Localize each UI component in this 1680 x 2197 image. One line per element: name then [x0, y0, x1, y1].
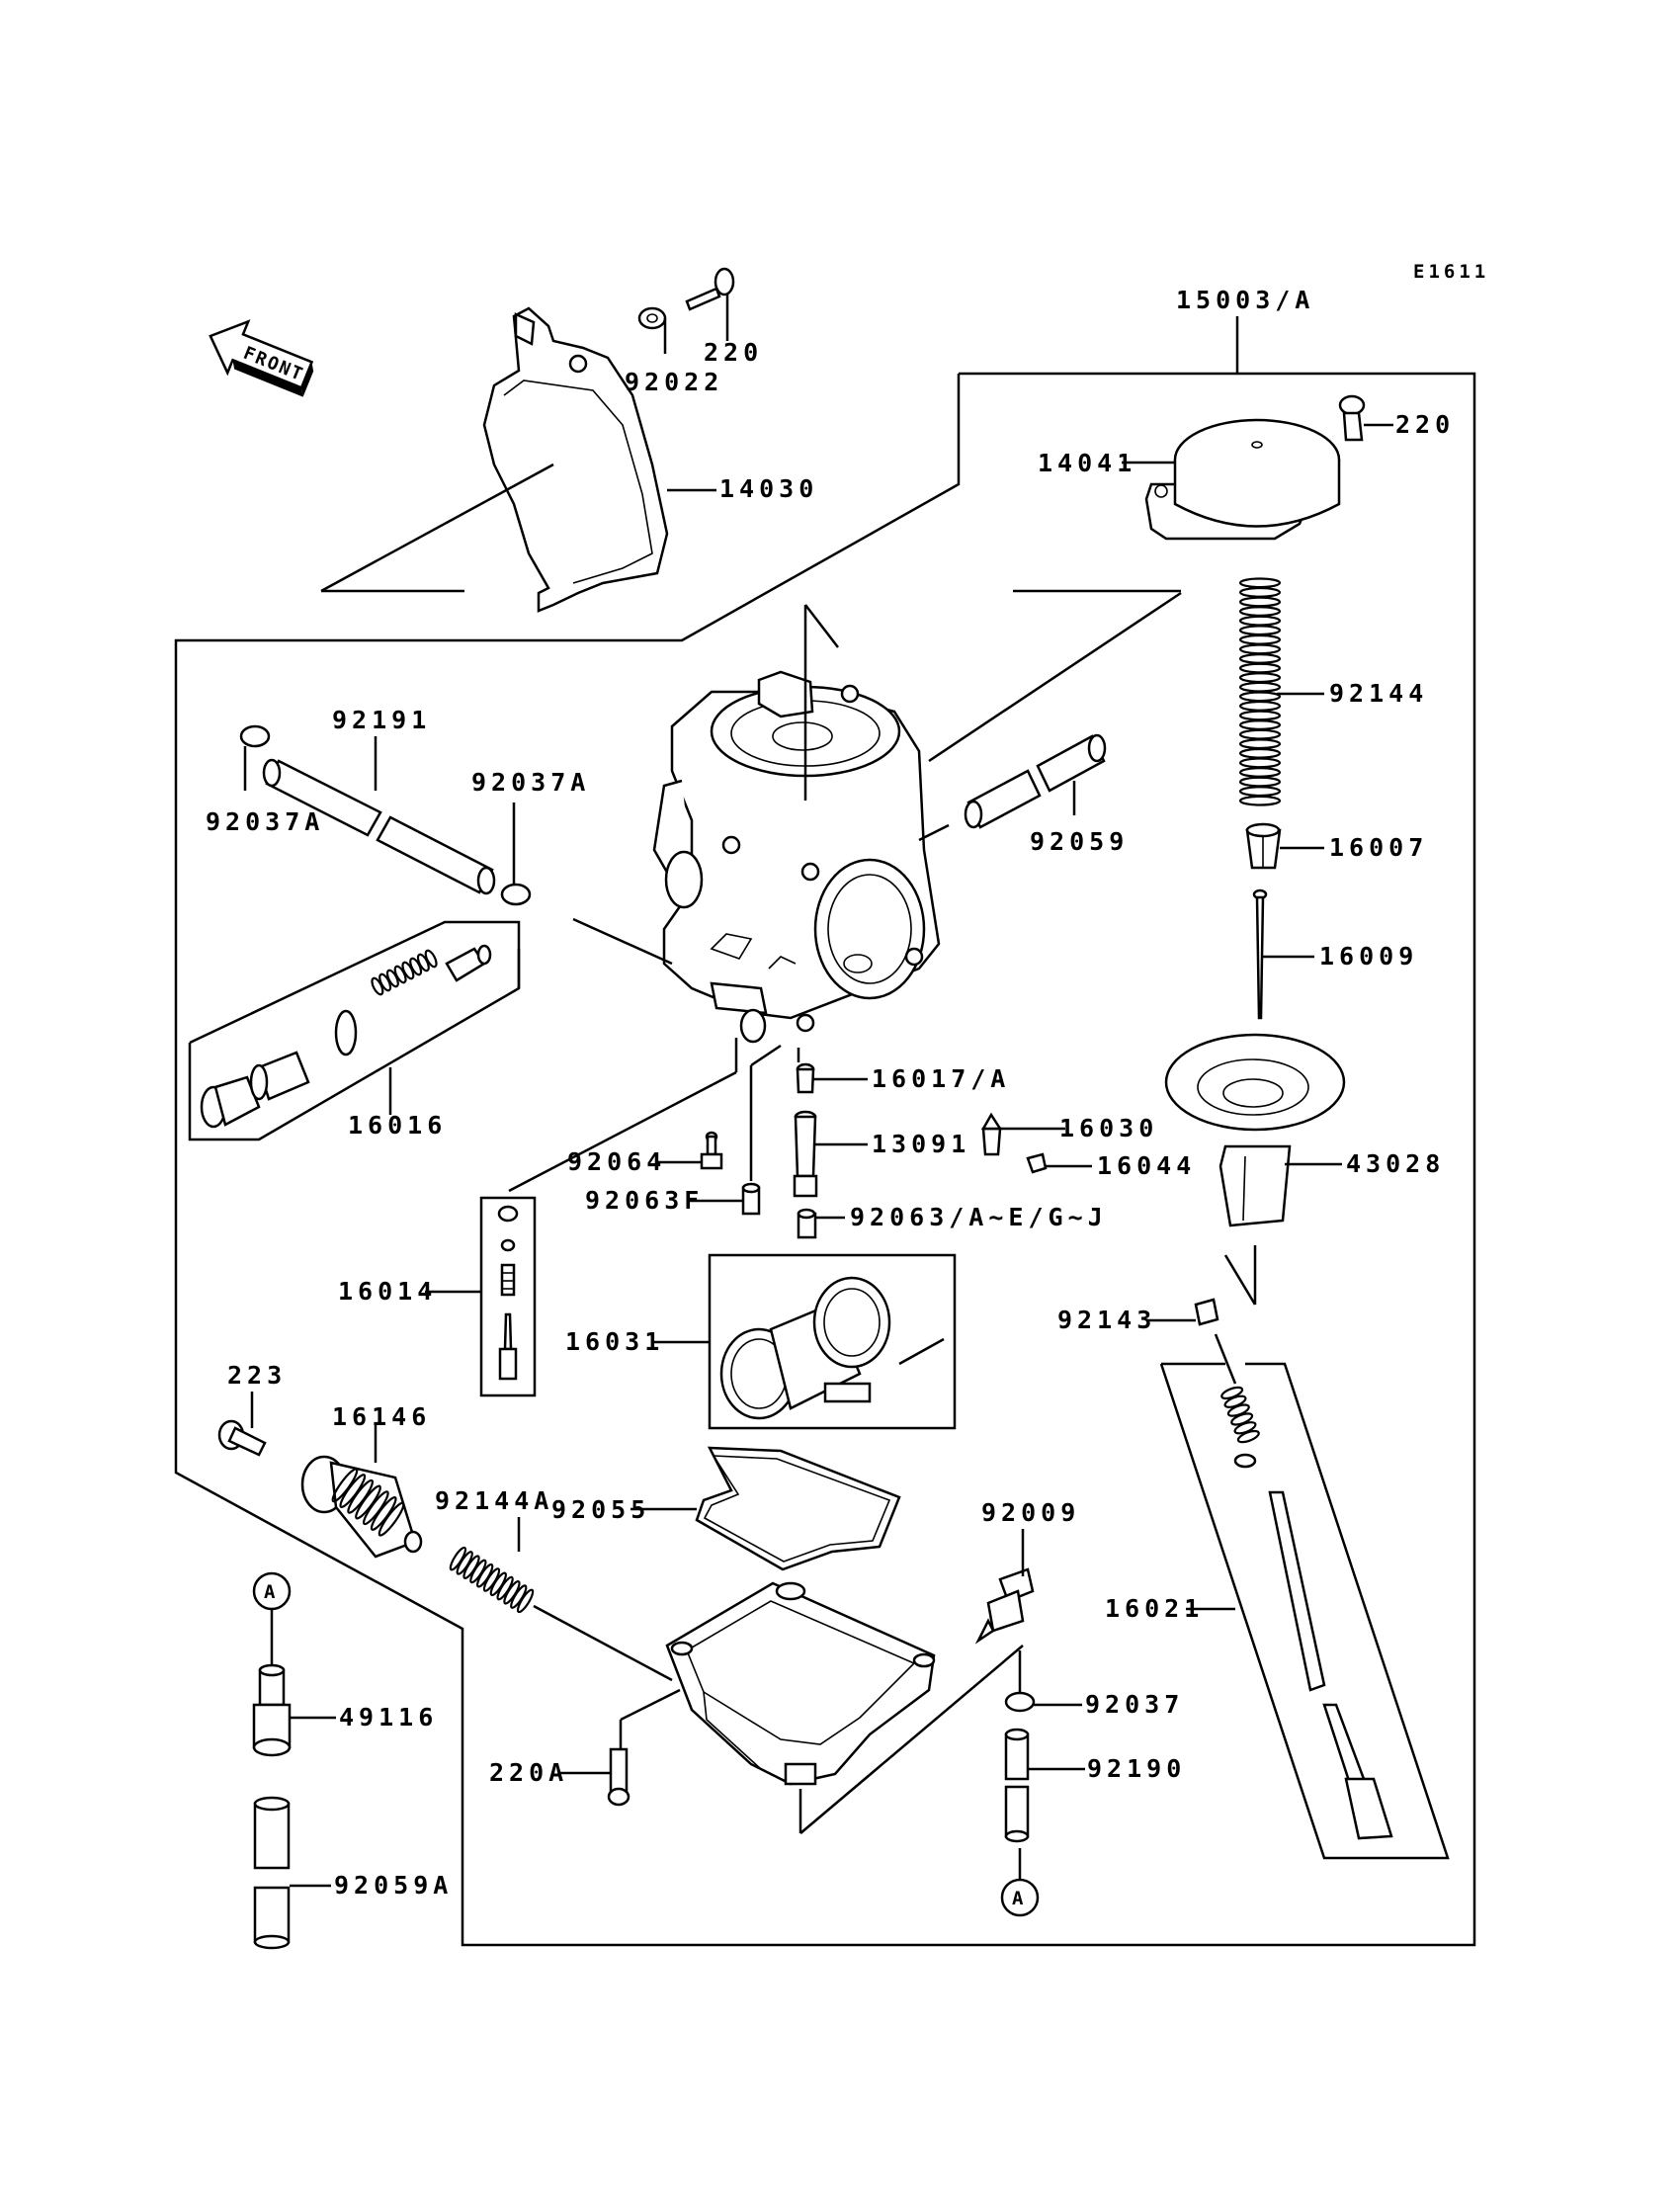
- callout-16017a: 16017/A: [872, 1064, 1010, 1093]
- diagram-code: E1611: [1413, 261, 1489, 283]
- screw-220-cap: [1338, 394, 1366, 442]
- spring-92144: [1238, 577, 1282, 806]
- needle-jet-13091: [793, 1110, 818, 1198]
- callout-220-top: 220: [704, 338, 763, 367]
- callout-16146: 16146: [332, 1402, 431, 1431]
- drain-screw-92009: [974, 1567, 1035, 1645]
- tube-92190: [1004, 1728, 1030, 1843]
- callout-16021: 16021: [1105, 1594, 1204, 1623]
- throttle-cable-16021: [1220, 1386, 1393, 1840]
- clip-92037a-right: [500, 883, 532, 906]
- callout-16044: 16044: [1097, 1151, 1196, 1180]
- callout-92022: 92022: [625, 368, 723, 396]
- callout-16014: 16014: [338, 1277, 437, 1306]
- main-jet-92063: [797, 1208, 817, 1239]
- callout-220a: 220A: [489, 1758, 568, 1787]
- pilot-screw-frame: [479, 1196, 537, 1397]
- callout-14030: 14030: [719, 474, 818, 503]
- callout-16016: 16016: [348, 1111, 447, 1140]
- callout-223: 223: [227, 1361, 287, 1390]
- front-arrow-icon: FRONT: [209, 319, 314, 397]
- ref-a-left-letter: A: [264, 1581, 279, 1603]
- float-bowl: [665, 1581, 936, 1786]
- callout-14041: 14041: [1038, 449, 1136, 477]
- top-cover-part: [482, 306, 669, 613]
- jet-needle-16009: [1252, 888, 1268, 1020]
- spring-seat-16007: [1245, 822, 1282, 870]
- callout-16031: 16031: [565, 1327, 664, 1356]
- diaphragm-43028: [1164, 1033, 1346, 1227]
- callout-92144a: 92144A: [435, 1486, 553, 1515]
- callout-220-cap: 220: [1395, 410, 1455, 439]
- callout-92059: 92059: [1030, 827, 1129, 856]
- clip-92037a-left: [239, 724, 271, 748]
- callout-92143: 92143: [1057, 1306, 1156, 1334]
- callout-15003a: 15003/A: [1176, 286, 1314, 314]
- callout-16009: 16009: [1319, 942, 1418, 971]
- tube-92059a: [253, 1796, 291, 1950]
- callout-92191: 92191: [332, 706, 431, 734]
- float-valve-16030: [980, 1112, 1003, 1156]
- top-cap-part: [1144, 418, 1341, 541]
- starter-plunger-16016: [200, 944, 492, 1129]
- callout-16030: 16030: [1059, 1114, 1158, 1142]
- callout-49116: 49116: [339, 1703, 438, 1732]
- callout-92190: 92190: [1087, 1754, 1186, 1783]
- fitting-49116: [252, 1663, 292, 1757]
- assembly-outline: [174, 372, 1476, 1947]
- clamp-92143: [1194, 1298, 1219, 1326]
- callout-92059a: 92059A: [334, 1871, 453, 1900]
- ref-mark-a-right: [1000, 1878, 1040, 1917]
- jet-92063f: [741, 1182, 761, 1216]
- clip-92037: [1004, 1691, 1036, 1713]
- carburetor-body: [652, 670, 941, 1044]
- callout-16007: 16007: [1329, 833, 1428, 862]
- tube-92059: [964, 733, 1107, 829]
- callout-92144: 92144: [1329, 679, 1428, 708]
- tube-92191: [262, 758, 496, 895]
- callout-92037a-left: 92037A: [206, 807, 324, 836]
- callout-92064: 92064: [567, 1147, 666, 1176]
- spring-16016: [371, 949, 438, 996]
- callout-92037: 92037: [1085, 1690, 1184, 1719]
- pilot-jet-92064: [700, 1131, 723, 1170]
- callout-92009: 92009: [981, 1498, 1080, 1527]
- clip-16044: [1026, 1152, 1048, 1174]
- spring-16146: [331, 1468, 405, 1537]
- screw-220-top: [685, 267, 735, 311]
- jet-16017a: [796, 1062, 815, 1094]
- callout-92055: 92055: [551, 1495, 650, 1524]
- washer-92022: [637, 306, 667, 330]
- callout-92037a-right: 92037A: [471, 768, 590, 797]
- spring-92144a: [449, 1546, 535, 1614]
- callout-92063f: 92063F: [585, 1186, 704, 1215]
- pilot-screw-16014: [497, 1205, 519, 1381]
- gasket-92055: [695, 1446, 901, 1571]
- callout-43028: 43028: [1346, 1149, 1445, 1178]
- intake-joint-16031: [719, 1276, 945, 1420]
- ref-a-right-letter: A: [1012, 1888, 1027, 1909]
- screw-220a: [607, 1747, 630, 1807]
- callout-13091: 13091: [872, 1130, 970, 1158]
- screw-223: [217, 1419, 267, 1457]
- callout-92063-a-e-g-j: 92063/A~E/G~J: [850, 1203, 1108, 1231]
